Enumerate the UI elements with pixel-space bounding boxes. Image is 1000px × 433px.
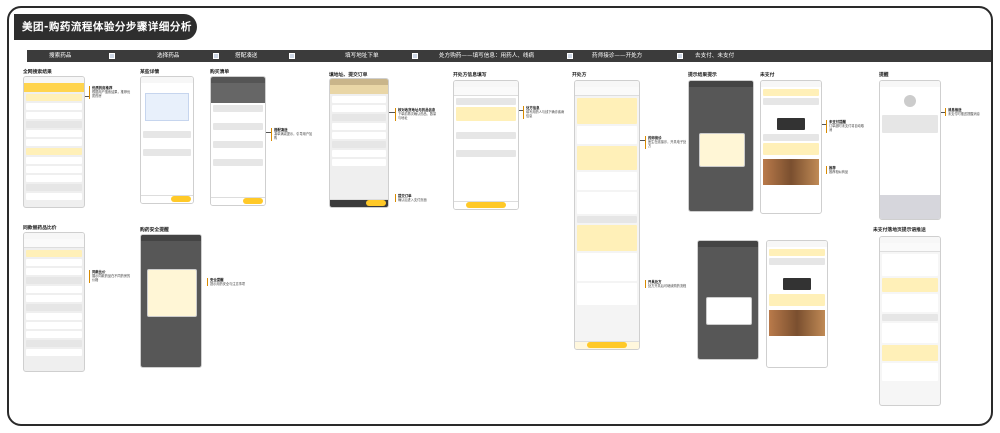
connector [941,112,945,113]
screen-open-prescription [574,80,640,350]
step-bar: 搜索药品 选择药品 搭配凑送 填写地址下单 处方购药——填写信息：用药人、线病 … [27,50,991,62]
connector [266,132,271,133]
screen-cart [210,76,266,206]
screen-fill-address [329,78,389,208]
arrow-icon [412,53,418,59]
safety-dialog [147,269,197,317]
note-prescription: 处方信息填写用药人与线下确诊疾病信息 [523,106,567,119]
section-fill-address: 填地址、提交订单 [329,73,368,78]
arrow-icon [109,53,115,59]
screen-not-paid [760,80,822,214]
connector [389,112,395,113]
screen-reminder [879,80,941,220]
note-not-paid: 未支付提醒订单超时未支付将自动取消 [826,120,866,133]
section-prescription-info: 开处方信息填写 [453,73,487,78]
section-unpaid-reminder: 未支付落地页提示语推送 [873,228,926,233]
connector [85,96,89,97]
screen-safety [140,234,202,368]
canvas-frame: 美团-购药流程体验分步骤详细分析 搜索药品 选择药品 搭配凑送 填写地址下单 处… [7,6,993,426]
step-pay: 去支付、未支付 [695,53,735,59]
note-prescribed: 开具处方处方开具后可继续购药流程 [645,280,689,289]
section-compare: 同款替药品比价 [23,226,57,231]
section-reminder: 提醒 [879,73,889,78]
confirm-dialog [706,297,752,325]
screen-detail [140,76,194,204]
arrow-icon [677,53,683,59]
note-cart: 搭配凑送凑单满减提示，引导用户加购 [271,128,315,141]
step-bundle: 搭配凑送 [235,53,258,59]
section-not-paid: 未支付 [760,73,775,78]
note-compare: 同款比价展示同款药品在不同药房的价格 [89,270,133,283]
section-search-results: 全网搜索结果 [23,70,52,75]
arrow-icon [567,53,573,59]
note-address: 核对收货地址与药品信息下单前再次确认药品、数量与地址 [395,108,439,121]
step-prescription: 处方购药——填写信息：用药人、线病 [439,53,535,59]
connector [519,110,523,111]
note-pharmacist: 药师接诊医生在线接诊，开具电子处方 [645,136,689,149]
section-safety: 购药安全提醒 [140,228,169,233]
note-submit: 提交订单确认后进入支付页面 [395,194,439,203]
note-safety: 安全提醒提示用药安全与注意事项 [207,278,251,287]
screen-compare [23,232,85,372]
section-cart: 购买清单 [210,70,230,75]
screen-prescription-info [453,80,519,210]
note-search: 优质药房推荐根据用户搜索结果，推荐优质药房 [89,86,133,99]
section-result-popup: 提示结果提示 [688,73,717,78]
section-open-prescription: 开处方 [572,73,587,78]
screen-search-results [23,76,85,208]
arrow-icon [213,53,219,59]
arrow-icon [289,53,295,59]
connector [640,140,645,141]
note-message: 消息推送未支付时推送提醒消息 [945,108,985,117]
screen-not-paid-2 [766,240,828,368]
section-detail: 某些详情 [140,70,160,75]
screen-result-popup [688,80,754,212]
note-recommend: 推荐推荐相似商品 [826,166,866,175]
step-pharmacist: 药师接诊——开处方 [592,53,643,59]
popup-dialog [699,133,745,167]
screen-unpaid-reminder [879,236,941,406]
step-select: 选择药品 [157,53,180,59]
connector [822,124,826,125]
step-address: 填写地址下单 [345,53,379,59]
step-search: 搜索药品 [49,53,72,59]
page-title: 美团-购药流程体验分步骤详细分析 [14,14,197,40]
screen-result-popup-2 [697,240,759,360]
